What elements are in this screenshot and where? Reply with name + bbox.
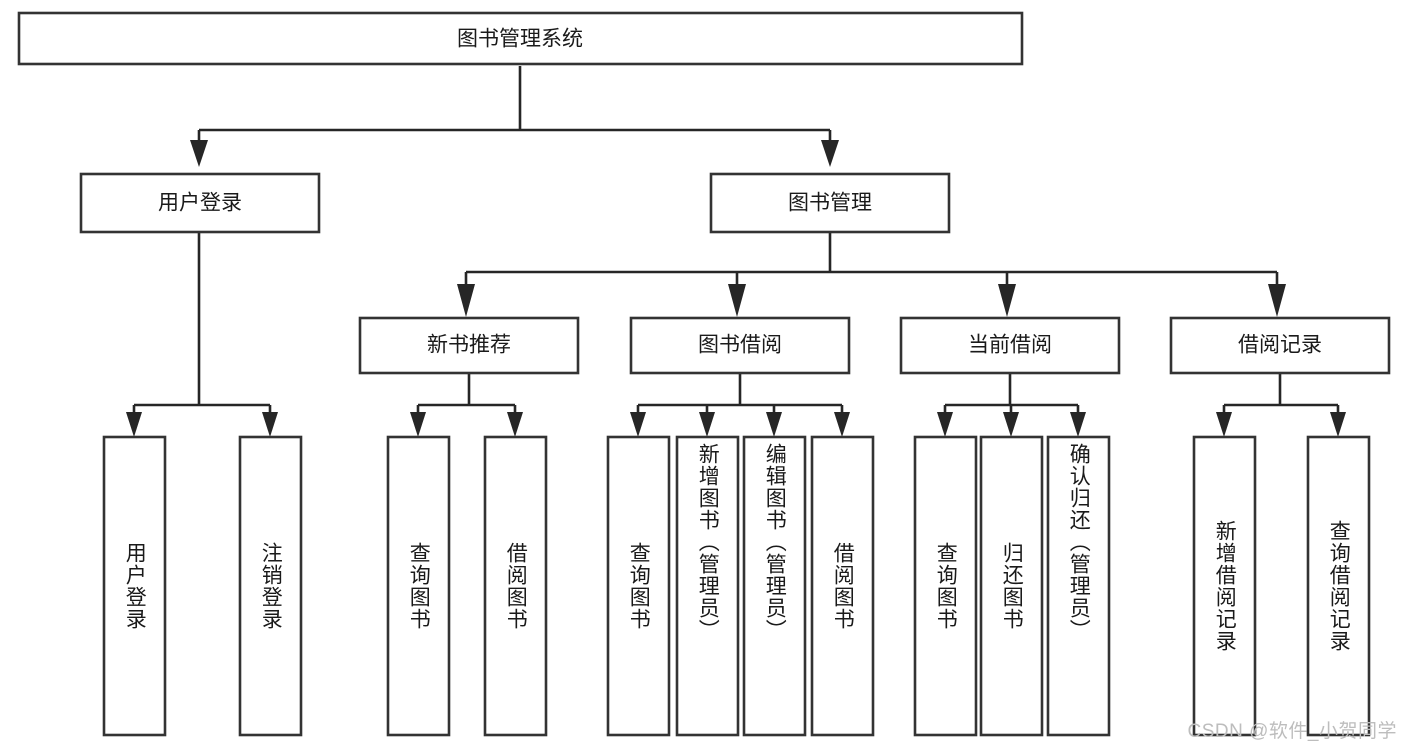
node-borrow-record[interactable]	[1169, 316, 1391, 375]
arrowhead-user-login	[190, 140, 208, 167]
node-leaf-query-book-1[interactable]	[386, 435, 451, 737]
arrowhead-leaf-borrow-book-1	[507, 412, 523, 437]
node-leaf-user-login[interactable]	[102, 435, 167, 737]
node-new-book-recommend[interactable]	[358, 316, 580, 375]
arrowhead-leaf-query-book-2	[630, 412, 646, 437]
node-leaf-confirm-return[interactable]	[1046, 435, 1111, 737]
arrowhead-leaf-return-book	[1003, 412, 1019, 437]
node-current-borrow[interactable]	[899, 316, 1121, 375]
label-book-manage: 图书管理	[788, 192, 872, 215]
arrowhead-leaf-query-book-3	[937, 412, 953, 437]
arrowhead-leaf-logout-login	[262, 412, 278, 437]
node-leaf-borrow-book-1[interactable]	[483, 435, 548, 737]
node-leaf-logout-login[interactable]	[238, 435, 303, 737]
node-leaf-borrow-book-2[interactable]	[810, 435, 875, 737]
label-user-login: 用户登录	[158, 192, 242, 215]
label-root: 图书管理系统	[457, 28, 583, 51]
node-book-borrow[interactable]	[629, 316, 851, 375]
arrowhead-borrow-record	[1268, 284, 1286, 317]
arrowhead-current-borrow	[998, 284, 1016, 317]
label-new-book-recommend: 新书推荐	[427, 334, 511, 357]
node-leaf-add-record[interactable]	[1192, 435, 1257, 737]
node-leaf-return-book[interactable]	[979, 435, 1044, 737]
node-leaf-query-book-2[interactable]	[606, 435, 671, 737]
horizontal-label-group: 图书管理系统 用户登录 图书管理 新书推荐 图书借阅 当前借阅 借阅记录	[158, 28, 1322, 357]
node-user-login[interactable]	[79, 172, 321, 234]
node-root[interactable]	[17, 11, 1024, 66]
arrowhead-leaf-add-record	[1216, 412, 1232, 437]
node-leaf-query-book-3[interactable]	[913, 435, 978, 737]
label-book-borrow: 图书借阅	[698, 334, 782, 357]
node-box-group	[17, 11, 1391, 737]
arrowhead-book-manage	[821, 140, 839, 167]
arrowhead-leaf-borrow-book-2	[834, 412, 850, 437]
node-leaf-query-record[interactable]	[1306, 435, 1371, 737]
arrowhead-leaf-query-book-1	[410, 412, 426, 437]
arrowhead-book-borrow	[728, 284, 746, 317]
arrowhead-leaf-add-book	[699, 412, 715, 437]
label-current-borrow: 当前借阅	[968, 334, 1052, 357]
label-borrow-record: 借阅记录	[1238, 334, 1322, 357]
arrowhead-leaf-user-login	[126, 412, 142, 437]
node-leaf-edit-book[interactable]	[742, 435, 807, 737]
connector-group	[126, 66, 1346, 437]
arrowhead-new-book-recommend	[457, 284, 475, 317]
node-book-manage[interactable]	[709, 172, 951, 234]
arrowhead-leaf-edit-book	[766, 412, 782, 437]
arrowhead-leaf-confirm-return	[1070, 412, 1086, 437]
watermark: CSDN @软件_小贺同学	[1187, 721, 1397, 742]
node-leaf-add-book[interactable]	[675, 435, 740, 737]
arrowhead-leaf-query-record	[1330, 412, 1346, 437]
